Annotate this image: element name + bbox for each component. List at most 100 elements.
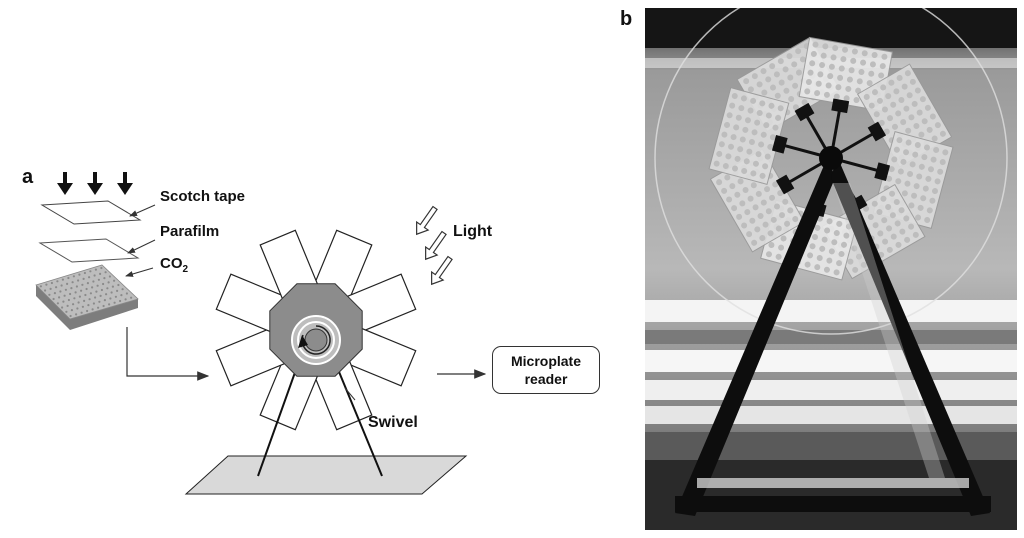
light-label: Light — [453, 223, 493, 240]
well-dot — [111, 285, 114, 288]
well-dot — [66, 304, 69, 307]
well-dot — [86, 309, 89, 313]
well-dot — [67, 276, 70, 280]
well-dot — [72, 303, 75, 306]
well-dot — [99, 272, 102, 275]
panel-letter-b: b — [620, 8, 633, 30]
well-dot — [130, 296, 133, 299]
well-dot — [71, 281, 74, 284]
well-dot — [108, 303, 111, 306]
down-arrow-icon — [57, 172, 73, 195]
well-dot — [63, 294, 66, 297]
well-dot — [67, 298, 70, 302]
well-dot — [113, 279, 116, 282]
well-dot — [105, 293, 108, 296]
well-dot — [53, 292, 57, 295]
microplate-reader-line1: Microplate — [510, 353, 581, 369]
well-dot — [75, 313, 78, 316]
well-dot — [77, 301, 80, 304]
light-arrows — [416, 205, 453, 286]
well-dot — [91, 286, 94, 289]
well-dot — [39, 285, 43, 288]
well-dot — [121, 288, 124, 291]
well-dot — [103, 299, 106, 302]
well-dot — [75, 285, 78, 288]
well-dot — [99, 294, 102, 297]
well-dot — [98, 300, 101, 303]
well-dot — [124, 298, 127, 301]
well-dot — [88, 298, 91, 301]
co2-label: CO2 — [160, 255, 189, 275]
well-dot — [87, 304, 90, 307]
well-dot — [58, 296, 61, 299]
well-dot — [62, 300, 65, 303]
well-dot — [86, 282, 89, 285]
well-dot — [76, 307, 79, 310]
photo-hub — [819, 146, 843, 170]
well-dot — [102, 304, 105, 308]
well-dot — [48, 293, 51, 296]
well-dot — [104, 271, 107, 274]
transparent-disc — [654, 8, 1008, 335]
light-arrow-icon — [425, 230, 447, 261]
well-dot — [81, 305, 84, 308]
flow-arrow-to-wheel — [126, 327, 210, 381]
triangular-frame — [675, 156, 991, 516]
well-dot — [78, 273, 81, 276]
down-arrow-icon — [87, 172, 103, 195]
well-dot — [88, 276, 91, 279]
well-dot — [59, 290, 62, 293]
well-dot — [83, 299, 86, 302]
well-dot — [73, 297, 76, 300]
microplate-icon — [35, 264, 139, 330]
well-dot — [125, 292, 128, 295]
well-dot — [60, 284, 63, 287]
well-dot — [108, 275, 111, 278]
well-dot — [97, 278, 100, 281]
well-dot — [116, 289, 119, 292]
well-dot — [56, 302, 60, 305]
well-dot — [93, 274, 96, 277]
well-dot — [77, 279, 80, 282]
microplate-reader-box: Microplate reader — [492, 346, 600, 394]
pressing-arrows — [57, 172, 133, 195]
well-dot — [95, 290, 98, 293]
well-dot — [107, 281, 110, 284]
scotch-tape-layer — [40, 200, 142, 225]
well-dot — [50, 281, 54, 285]
swivel-label: Swivel — [368, 414, 418, 431]
photo-plate — [708, 87, 790, 185]
well-dot — [119, 299, 122, 303]
swivel-rotation-icon — [291, 315, 341, 365]
well-dot — [82, 277, 85, 280]
well-dot — [80, 289, 83, 292]
well-dot — [78, 295, 81, 298]
well-dot — [103, 277, 106, 280]
schematic-diagram: Scotch tape Parafilm CO2 Light Swivel — [35, 172, 493, 495]
well-dot — [117, 283, 120, 287]
photo-drawing — [645, 8, 1017, 530]
well-dot — [69, 314, 72, 318]
apparatus-photo — [645, 8, 1017, 530]
well-dot — [91, 308, 94, 311]
well-dot — [84, 293, 87, 297]
well-dot — [72, 275, 75, 278]
wheel-blades — [215, 229, 417, 431]
well-dot — [74, 291, 77, 294]
light-arrow-icon — [431, 255, 453, 286]
well-dot — [61, 306, 64, 309]
parafilm-label: Parafilm — [160, 223, 219, 240]
well-dot — [66, 282, 69, 285]
well-dot — [61, 278, 64, 281]
well-dot — [83, 271, 86, 275]
well-dot — [81, 283, 84, 286]
well-dot — [100, 288, 103, 292]
well-dot — [64, 288, 67, 291]
well-dot — [45, 283, 48, 286]
well-dot — [92, 280, 95, 283]
well-dot — [49, 287, 52, 290]
well-dot — [97, 306, 100, 309]
well-dot — [96, 284, 99, 287]
well-dot — [92, 302, 95, 305]
parafilm-layer — [38, 238, 140, 263]
